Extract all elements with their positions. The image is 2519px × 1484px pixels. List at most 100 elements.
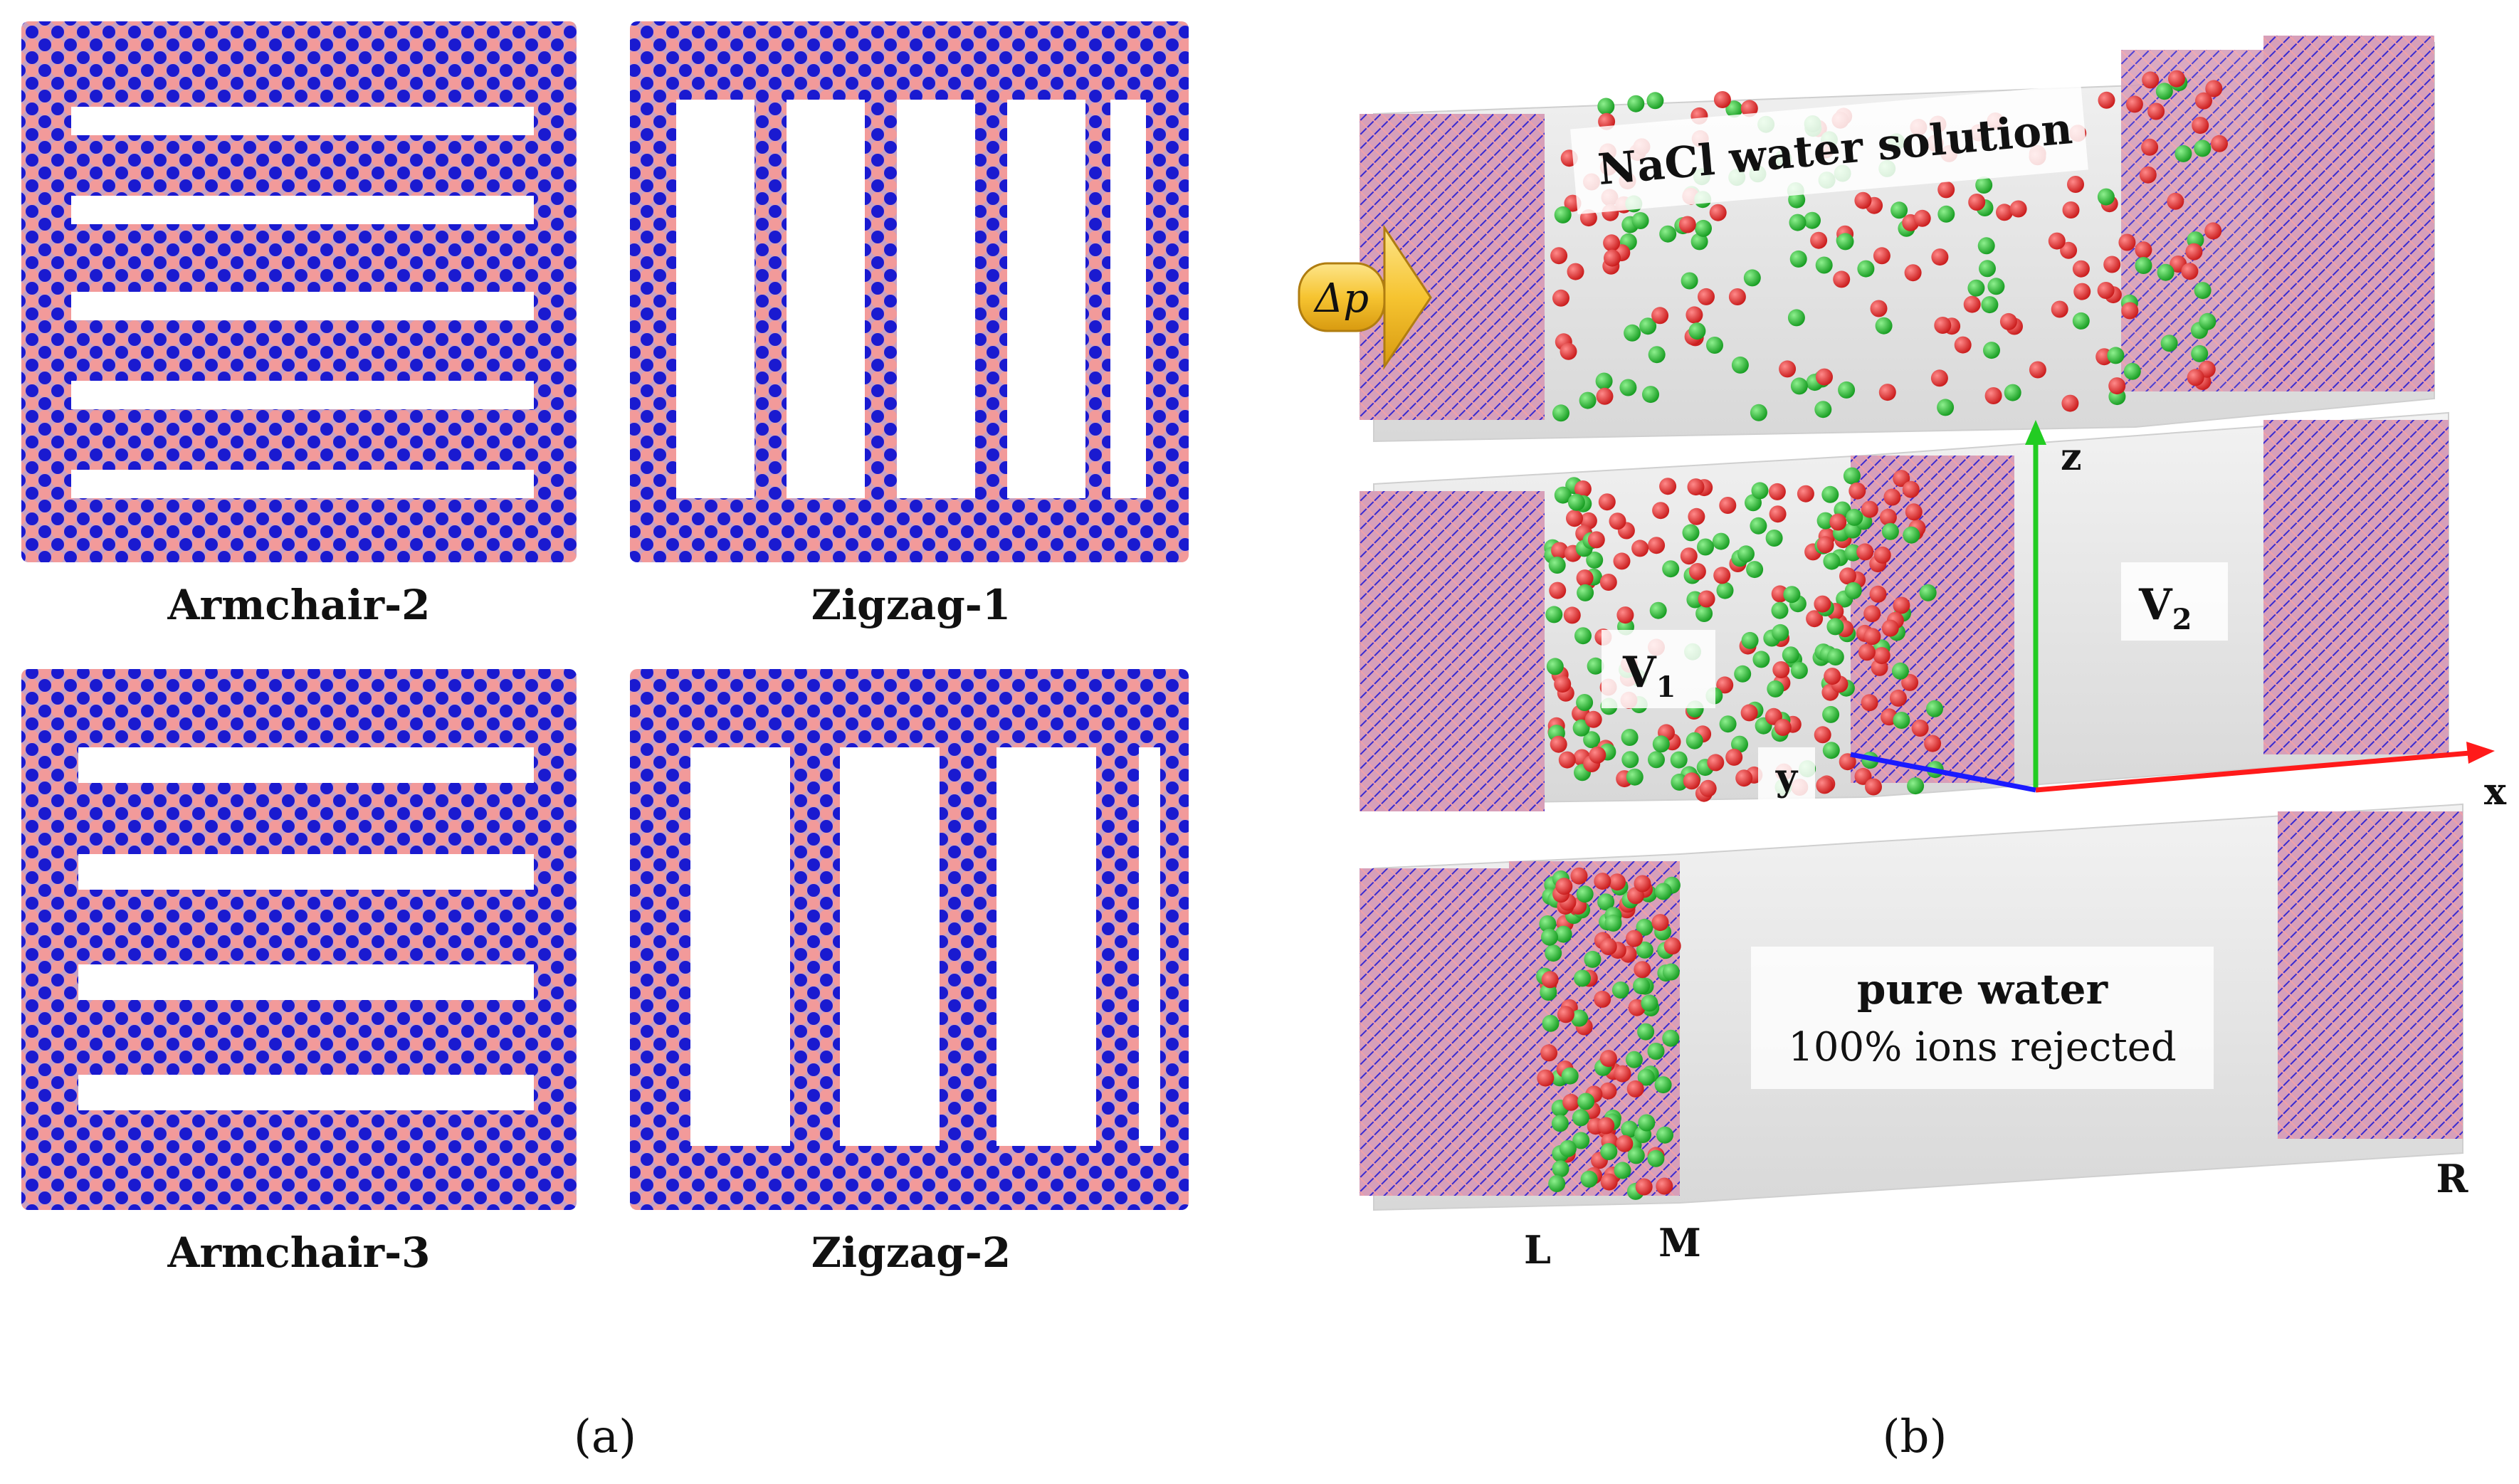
na-ion xyxy=(2125,95,2143,113)
membrane-label-m: M xyxy=(1658,1220,1701,1265)
cl-ion xyxy=(1597,893,1615,911)
caption-a: (a) xyxy=(574,1411,636,1463)
na-ion xyxy=(1599,574,1617,591)
cl-ion xyxy=(1584,950,1602,968)
cl-ion xyxy=(1576,885,1594,903)
na-ion xyxy=(2097,282,2115,299)
cl-ion xyxy=(1639,317,1657,335)
na-ion xyxy=(1600,1173,1618,1191)
na-ion xyxy=(1901,673,1919,691)
cl-ion xyxy=(1857,260,1875,278)
cl-ion xyxy=(1659,225,1677,243)
cl-ion xyxy=(1604,914,1622,932)
membrane-label-armchair-2: Armchair-2 xyxy=(167,581,430,629)
membrane-slits xyxy=(690,747,1160,1146)
na-ion xyxy=(2067,176,2084,193)
cl-ion xyxy=(1541,928,1558,946)
na-ion xyxy=(1599,1050,1617,1068)
cl-ion xyxy=(2199,312,2216,330)
pure-water-title: pure water xyxy=(1857,965,2109,1014)
cl-ion xyxy=(1583,731,1601,749)
cl-ion xyxy=(1903,526,1920,544)
na-ion xyxy=(1652,502,1670,520)
na-ion xyxy=(1829,513,1847,531)
cl-ion xyxy=(2135,257,2152,274)
na-ion xyxy=(1550,735,1567,753)
membrane-label-armchair-3: Armchair-3 xyxy=(167,1228,430,1277)
v1-label-box xyxy=(1602,630,1715,708)
cl-ion xyxy=(1637,1023,1655,1041)
na-ion xyxy=(1854,767,1872,785)
cl-ion xyxy=(1891,662,1909,680)
na-ion xyxy=(1599,1082,1617,1100)
cl-ion xyxy=(1790,377,1808,395)
cl-ion xyxy=(1967,279,1985,297)
membrane-panel xyxy=(2263,420,2449,754)
na-ion xyxy=(1881,619,1899,637)
cl-ion xyxy=(1822,742,1840,759)
na-ion xyxy=(1806,610,1824,628)
cl-ion xyxy=(1570,1009,1588,1027)
na-ion xyxy=(1594,873,1611,890)
cl-ion xyxy=(1540,984,1557,1001)
cl-ion xyxy=(1642,386,1659,404)
cl-ion xyxy=(1919,584,1937,601)
membrane-zigzag-1 xyxy=(630,21,1189,562)
na-ion xyxy=(2061,394,2079,412)
na-ion xyxy=(1984,387,2002,404)
cl-ion xyxy=(1654,883,1672,900)
na-ion xyxy=(2181,263,2199,280)
na-ion xyxy=(1584,710,1602,728)
na-ion xyxy=(1911,720,1929,737)
na-ion xyxy=(2072,260,2090,278)
cl-ion xyxy=(1836,233,1854,251)
na-ion xyxy=(1854,191,1872,209)
na-ion xyxy=(1889,689,1907,707)
cl-ion xyxy=(1662,560,1680,578)
membrane-panel xyxy=(2278,811,2463,1139)
na-ion xyxy=(1613,552,1631,570)
cl-ion xyxy=(1627,1147,1645,1164)
cl-ion xyxy=(1641,994,1658,1012)
cl-ion xyxy=(1688,322,1706,340)
pure-water-subtitle: 100% ions rejected xyxy=(1788,1024,2176,1070)
na-ion xyxy=(1861,694,1878,712)
na-ion xyxy=(1698,288,1715,305)
x-axis xyxy=(2035,750,2471,793)
na-ion xyxy=(1740,100,1758,117)
cl-ion xyxy=(1681,272,1698,290)
na-ion xyxy=(1680,547,1698,565)
na-ion xyxy=(2029,361,2046,379)
cl-ion xyxy=(1554,486,1572,504)
cl-ion xyxy=(1893,712,1910,729)
na-ion xyxy=(1774,719,1792,736)
cl-ion xyxy=(1686,732,1703,749)
na-ion xyxy=(1626,930,1643,947)
cl-ion xyxy=(1567,493,1585,511)
na-ion xyxy=(2205,80,2223,98)
na-ion xyxy=(2098,91,2115,109)
na-ion xyxy=(1810,231,1828,249)
cl-ion xyxy=(2174,144,2192,162)
cl-ion xyxy=(1741,631,1759,649)
z-axis-label: z xyxy=(2061,436,2082,479)
cl-ion xyxy=(1555,925,1572,943)
cl-ion xyxy=(1638,1114,1656,1132)
na-ion xyxy=(1698,590,1715,608)
cl-ion xyxy=(1636,918,1653,936)
membrane-slits xyxy=(71,107,534,498)
cl-ion xyxy=(1546,658,1564,675)
cl-ion xyxy=(2155,83,2173,100)
cl-ion xyxy=(1752,651,1770,668)
na-ion xyxy=(1651,307,1669,325)
na-ion xyxy=(1549,582,1567,599)
na-ion xyxy=(1865,778,1882,796)
cl-ion xyxy=(1816,512,1834,530)
na-ion xyxy=(1616,606,1634,624)
na-ion xyxy=(2211,135,2228,152)
na-ion xyxy=(1999,312,2017,330)
cl-ion xyxy=(1548,557,1566,574)
na-ion xyxy=(1954,336,1972,354)
na-ion xyxy=(1893,596,1910,614)
na-ion xyxy=(1683,772,1700,790)
